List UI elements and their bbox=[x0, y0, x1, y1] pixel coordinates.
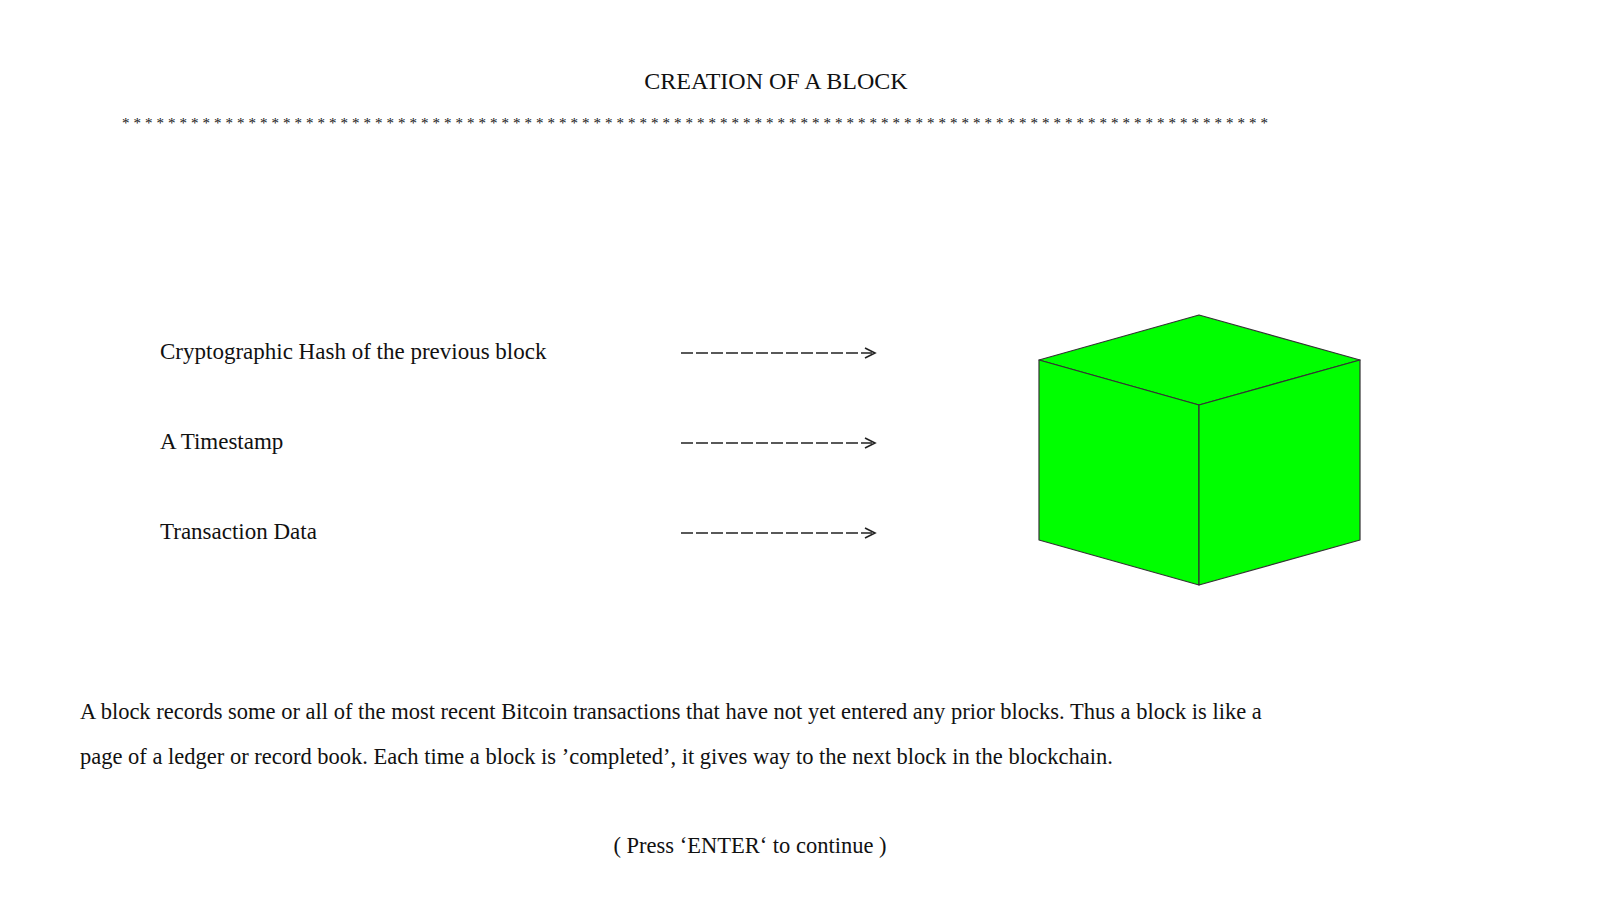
input-label: Transaction Data bbox=[160, 518, 317, 546]
description-text: A block records some or all of the most … bbox=[80, 689, 1298, 779]
diagram-title: CREATION OF A BLOCK bbox=[0, 67, 1552, 96]
input-label: A Timestamp bbox=[160, 428, 283, 456]
continue-prompt: ( Press ‘ENTER‘ to continue ) bbox=[0, 832, 1500, 859]
separator-line: ****************************************… bbox=[122, 114, 1272, 132]
input-label: Cryptographic Hash of the previous block bbox=[160, 338, 546, 366]
block-cube bbox=[1039, 315, 1360, 585]
dashed-arrows bbox=[681, 348, 875, 538]
